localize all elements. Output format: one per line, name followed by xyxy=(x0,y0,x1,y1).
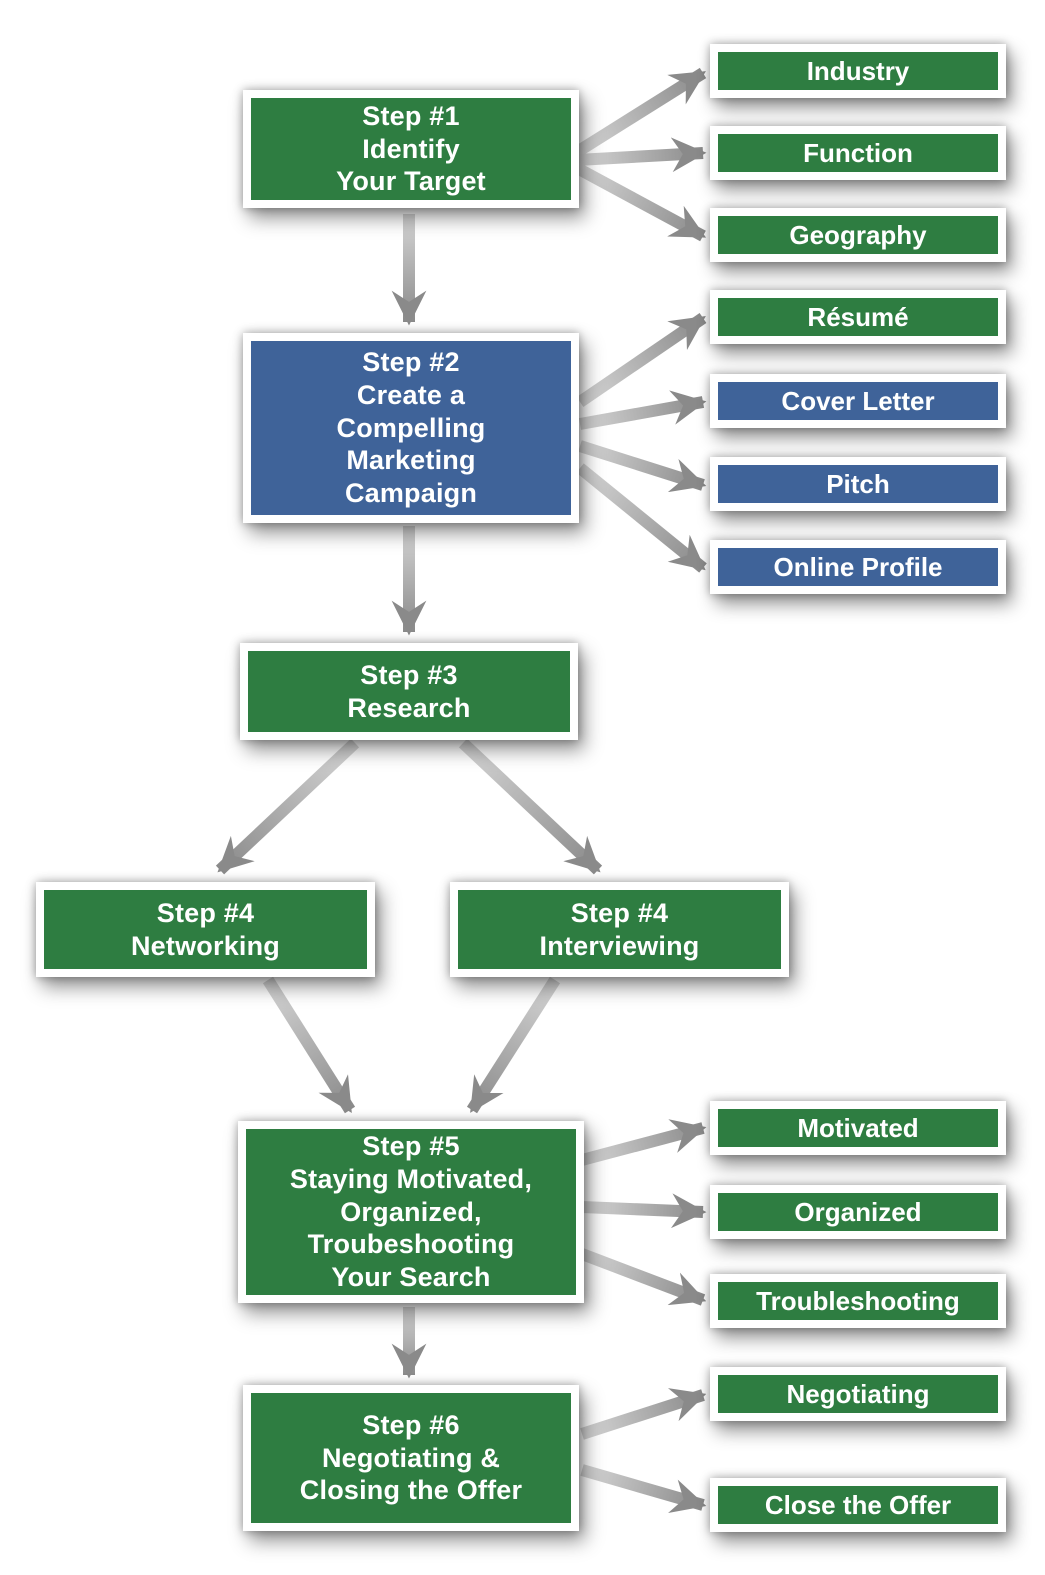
node-motivated: Motivated xyxy=(710,1101,1006,1155)
arrow xyxy=(262,976,356,1114)
node-step1: Step #1 Identify Your Target xyxy=(243,90,579,208)
node-geography: Geography xyxy=(710,208,1006,262)
node-step3: Step #3 Research xyxy=(240,643,578,740)
arrow xyxy=(579,1248,707,1306)
arrow xyxy=(573,67,707,158)
arrow xyxy=(576,137,707,173)
arrow xyxy=(574,162,707,242)
node-troubleshooting: Troubleshooting xyxy=(710,1274,1006,1328)
node-function: Function xyxy=(710,126,1006,180)
node-close-the-offer: Close the Offer xyxy=(710,1478,1006,1532)
node-step4-networking: Step #4 Networking xyxy=(36,882,375,977)
arrow xyxy=(215,738,360,875)
node-step4-interviewing: Step #4 Interviewing xyxy=(450,882,789,977)
node-step6: Step #6 Negotiating & Closing the Offer xyxy=(243,1385,579,1531)
node-online-profile: Online Profile xyxy=(710,540,1006,594)
node-cover-letter: Cover Letter xyxy=(710,374,1006,428)
arrow xyxy=(458,738,603,875)
node-industry: Industry xyxy=(710,44,1006,98)
node-step2: Step #2 Create a Compelling Marketing Ca… xyxy=(243,333,579,523)
arrow xyxy=(576,313,707,407)
node-negotiating: Negotiating xyxy=(710,1367,1006,1421)
arrow xyxy=(580,1119,707,1166)
node-step5: Step #5 Staying Motivated, Organized, Tr… xyxy=(238,1121,584,1303)
node-pitch: Pitch xyxy=(710,457,1006,511)
arrow xyxy=(576,463,707,573)
node-organized: Organized xyxy=(710,1185,1006,1239)
node-resume: Résumé xyxy=(710,290,1006,344)
arrow xyxy=(580,1464,707,1514)
arrow xyxy=(466,976,561,1114)
arrow xyxy=(580,1388,707,1440)
arrow xyxy=(581,1193,707,1229)
arrow xyxy=(578,390,707,430)
arrow xyxy=(578,440,707,493)
